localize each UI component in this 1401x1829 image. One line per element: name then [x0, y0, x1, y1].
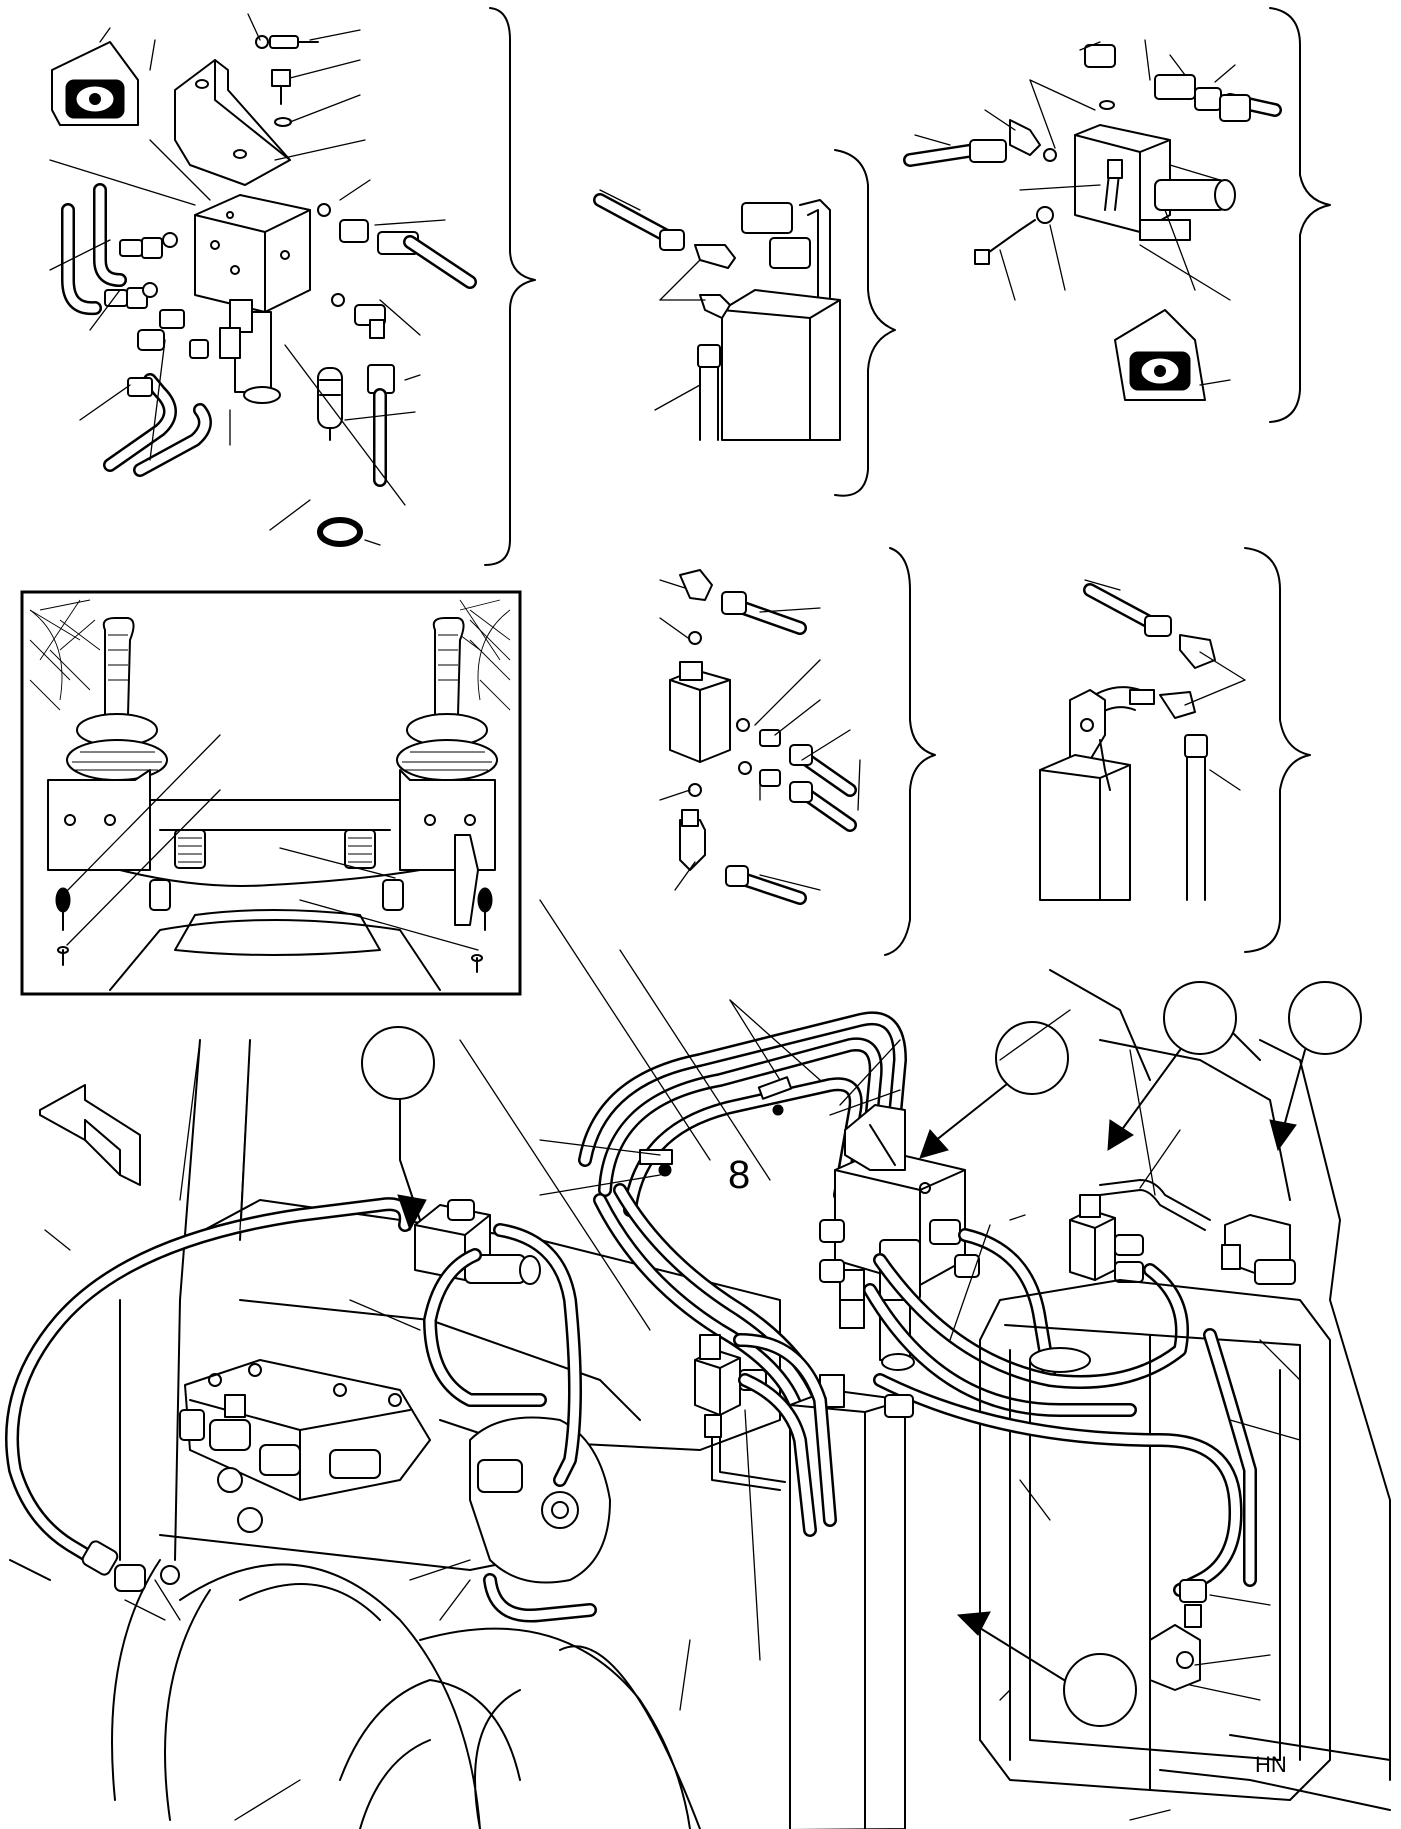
hollow-arrow-icon — [39, 1084, 141, 1186]
pedal-right — [344, 829, 404, 911]
callout-circle-icon — [1107, 981, 1237, 1151]
valve-d — [1221, 1214, 1296, 1285]
callout-circle-icon — [361, 1026, 435, 1232]
leader-lines — [49, 13, 446, 546]
left-fittings — [61, 183, 212, 477]
overview-leader-lines — [44, 899, 1301, 1821]
right-fittings — [317, 203, 477, 547]
cab-floor-pedals-view — [20, 590, 522, 996]
decal-icon — [1114, 309, 1206, 401]
callout-circle-icon — [956, 1611, 1137, 1727]
main-control-valve — [179, 1359, 431, 1533]
sheet-stamp: HN — [1255, 1752, 1287, 1777]
hydraulic-tank — [979, 1279, 1331, 1801]
pedal-left — [149, 829, 206, 911]
floor-bolts — [55, 887, 493, 973]
cylinder-fittings-top-view — [593, 149, 896, 497]
cap-screw — [255, 35, 319, 127]
valve-c — [1069, 1179, 1211, 1283]
callout-circle-icon — [919, 1021, 1069, 1159]
decal-icon — [51, 41, 139, 126]
mounting-bracket — [174, 59, 291, 186]
callout-circle-icon — [1269, 981, 1362, 1152]
pump-assembly — [469, 1416, 611, 1623]
cylinder-fittings-lower-view — [1039, 547, 1311, 953]
left-control-lever — [47, 617, 168, 871]
pedal-valve-exploded-view — [49, 7, 536, 566]
group-brace — [484, 7, 536, 566]
lift-cylinder-left — [789, 1374, 906, 1829]
pedal-valve-block — [194, 194, 311, 404]
machine-frame — [9, 1199, 781, 1581]
numeral-mark: 8 — [728, 1153, 750, 1197]
cab-floor — [109, 799, 441, 991]
machine-overview-view: 8 — [5, 899, 1391, 1829]
valve-block-exploded-right-view — [903, 7, 1331, 423]
tee-block-fittings-view — [659, 547, 936, 956]
wheel-arcs — [111, 1559, 691, 1829]
